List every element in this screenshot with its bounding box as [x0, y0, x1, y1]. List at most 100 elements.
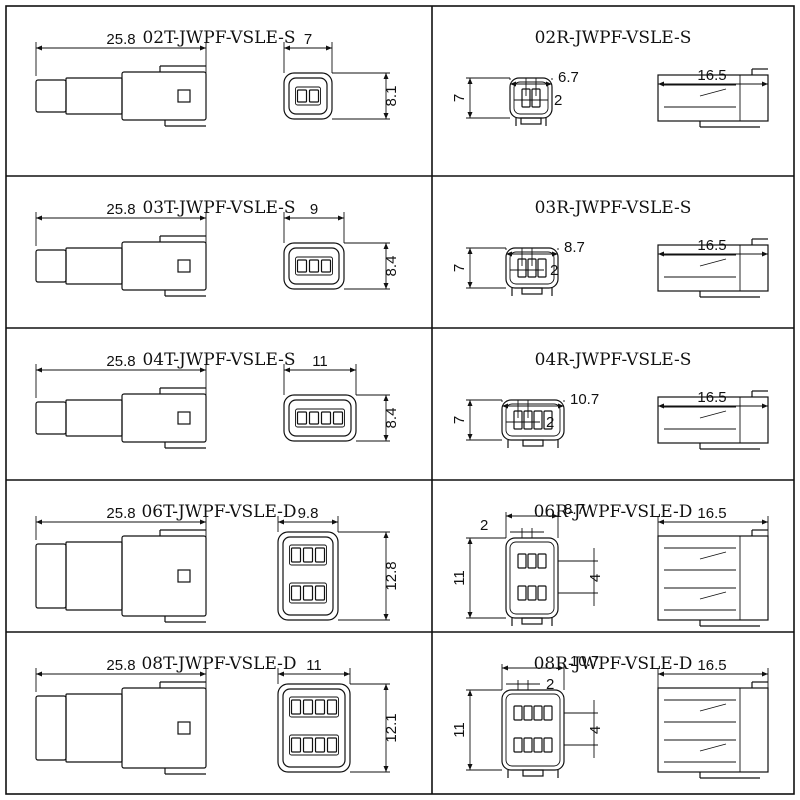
- terminal-cavity: [308, 259, 320, 273]
- arrow-head: [36, 45, 42, 51]
- height-dimension: 8.1: [383, 86, 400, 107]
- width-dimension: 8.7: [564, 501, 585, 518]
- arrow-head: [278, 519, 284, 525]
- panel-title: 08T-JWPF-VSLE-D: [141, 654, 296, 674]
- receptacle-body: [657, 244, 769, 292]
- arrow-head: [200, 45, 206, 51]
- panel-02t-jwpf-vsle-s: 02T-JWPF-VSLE-S 25.8 7 8.1: [35, 28, 400, 127]
- plug-front-inner: [288, 77, 328, 115]
- length-dimension: 16.5: [697, 505, 726, 522]
- arrow-head: [36, 519, 42, 525]
- latch-tab: [522, 439, 544, 447]
- lock-window: [177, 89, 191, 103]
- length-dimension: 25.8: [106, 353, 135, 370]
- plug-housing: [121, 535, 207, 617]
- arrow-head: [200, 215, 206, 221]
- width-dimension: 11: [312, 353, 328, 370]
- arrow-head: [658, 81, 664, 87]
- plug-body: [65, 399, 123, 437]
- latch-tab: [520, 117, 542, 125]
- terminal-cavity: [517, 585, 527, 601]
- terminal-cavity: [314, 585, 326, 601]
- arrow-head: [350, 367, 356, 373]
- lock-window: [177, 569, 191, 583]
- terminal-lance: [699, 410, 727, 419]
- plug-front-shell: [283, 242, 345, 290]
- plug-housing: [121, 687, 207, 769]
- arrow-head: [326, 45, 332, 51]
- plug-front-shell: [277, 531, 339, 621]
- width-dimension: 7: [304, 31, 312, 48]
- terminal-lance: [699, 258, 727, 267]
- arrow-head: [338, 215, 344, 221]
- plug-body: [65, 693, 123, 763]
- height-dimension: 7: [451, 94, 468, 102]
- length-dimension: 25.8: [106, 31, 135, 48]
- cavity-frame: [289, 582, 327, 604]
- plug-front-shell: [277, 683, 351, 773]
- row-pitch-dimension: 4: [587, 574, 604, 582]
- terminal-cavity: [543, 737, 553, 753]
- terminal-cavity: [533, 705, 543, 721]
- arrow-head: [200, 367, 206, 373]
- panel-title: 04T-JWPF-VSLE-S: [142, 350, 295, 370]
- length-dimension: 16.5: [697, 657, 726, 674]
- height-dimension: 8.4: [383, 256, 400, 277]
- arrow-head: [36, 671, 42, 677]
- plug-front-inner: [282, 536, 334, 616]
- lock-window: [177, 259, 191, 273]
- pitch-dimension: 2: [480, 517, 488, 534]
- panel-title: 04R-JWPF-VSLE-S: [535, 350, 692, 370]
- arrow-head: [383, 395, 389, 401]
- terminal-cavity: [320, 411, 332, 425]
- arrow-head: [467, 690, 473, 696]
- arrow-head: [658, 403, 664, 409]
- receptacle-body: [657, 396, 769, 444]
- terminal-cavity: [308, 411, 320, 425]
- plug-front-inner: [282, 688, 346, 768]
- height-dimension: 12.1: [383, 713, 400, 742]
- terminal-cavity: [308, 89, 320, 103]
- terminal-cavity: [537, 553, 547, 569]
- plug-nose: [35, 695, 67, 761]
- panel-title: 06T-JWPF-VSLE-D: [141, 502, 296, 522]
- latch-tab: [521, 287, 543, 295]
- arrow-head: [36, 367, 42, 373]
- terminal-cavity: [326, 699, 338, 715]
- arrow-head: [383, 113, 389, 119]
- terminal-cavity: [533, 410, 543, 430]
- terminal-cavity: [302, 585, 314, 601]
- arrow-head: [762, 519, 768, 525]
- arrow-head: [506, 513, 512, 519]
- terminal-cavity: [527, 585, 537, 601]
- terminal-cavity: [332, 411, 344, 425]
- height-dimension: 11: [451, 570, 468, 586]
- length-dimension: 25.8: [106, 201, 135, 218]
- width-dimension: 10.7: [570, 391, 599, 408]
- terminal-cavity: [523, 705, 533, 721]
- arrow-head: [278, 671, 284, 677]
- receptacle-body: [657, 687, 769, 773]
- receptacle-body: [657, 535, 769, 621]
- arrow-head: [344, 671, 350, 677]
- arrow-head: [284, 367, 290, 373]
- terminal-cavity: [290, 737, 302, 753]
- arrow-head: [200, 519, 206, 525]
- length-dimension: 25.8: [106, 505, 135, 522]
- plug-front-shell: [283, 394, 357, 442]
- terminal-lance: [699, 591, 727, 600]
- panel-title: 08R-JWPF-VSLE-D: [534, 654, 693, 674]
- panel-title: 02T-JWPF-VSLE-S: [142, 28, 295, 48]
- arrow-head: [383, 435, 389, 441]
- terminal-cavity: [296, 259, 308, 273]
- height-dimension: 11: [451, 722, 468, 738]
- width-dimension: 8.7: [564, 239, 585, 256]
- arrow-head: [506, 251, 512, 257]
- width-dimension: 6.7: [558, 69, 579, 86]
